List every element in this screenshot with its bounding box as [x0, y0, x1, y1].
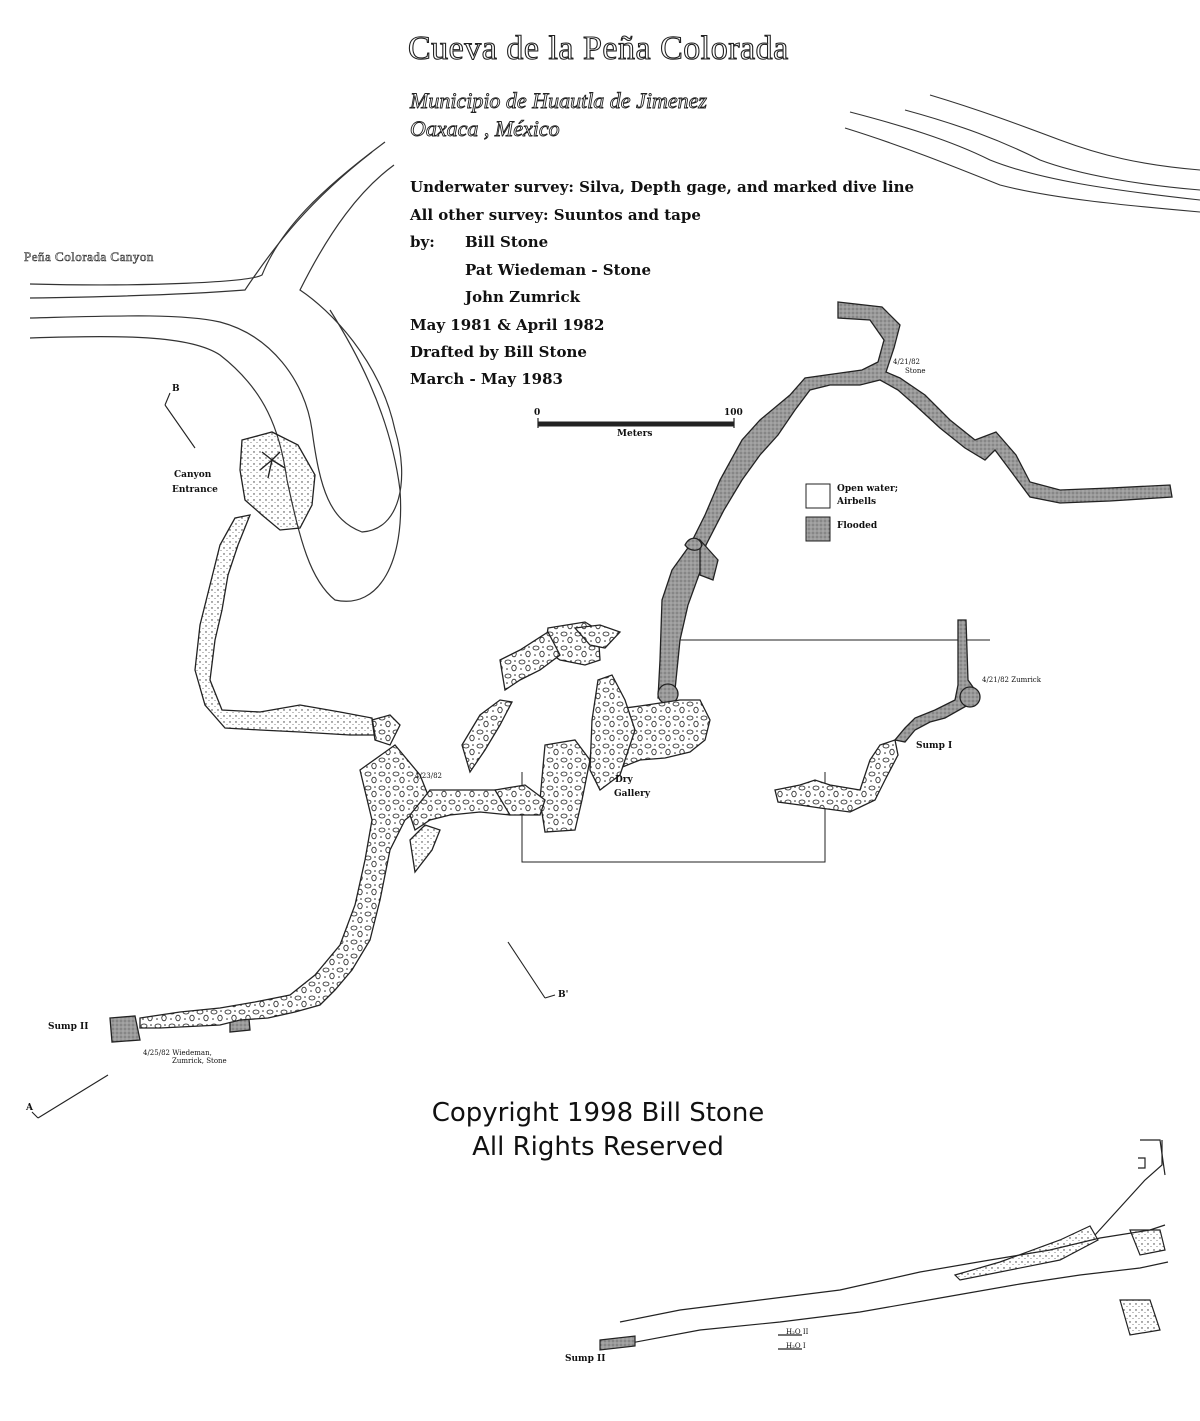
- canyon-contours: [29, 141, 403, 602]
- copyright-rights: All Rights Reserved: [472, 1132, 724, 1162]
- section-b-label: B: [172, 384, 180, 394]
- surveyor-name: John Zumrick: [465, 288, 580, 306]
- canyon-entrance-label: Entrance: [172, 485, 218, 495]
- section-b-prime-label: B': [558, 990, 569, 1000]
- legend-label-open: Open water;: [837, 484, 899, 494]
- scale-unit: Meters: [617, 429, 653, 439]
- scale-start: 0: [534, 408, 541, 418]
- legend-swatch-flooded: [805, 516, 831, 542]
- scale-bar: [537, 418, 735, 428]
- survey-dates: May 1981 & April 1982: [410, 316, 605, 334]
- surveyor-name: Bill Stone: [465, 233, 549, 251]
- surveyor-name: Pat Wiedeman - Stone: [465, 261, 651, 279]
- subtitle-municipio: Municipio de Huautla de Jimenez: [410, 88, 708, 114]
- entrance-passage: [194, 431, 441, 874]
- drafted-by: Drafted by Bill Stone: [410, 343, 587, 361]
- ridge-contours: [844, 94, 1200, 213]
- legend-label-airbells: Airbells: [837, 497, 877, 507]
- dry-passages: [139, 621, 899, 1029]
- h2o-2-label: H₂O II: [786, 1328, 809, 1336]
- flooded-passages: [109, 301, 1173, 1043]
- canyon-entrance-label: Canyon: [174, 470, 212, 480]
- map-title: Cueva de la Peña Colorada: [407, 29, 789, 67]
- survey-underwater: Underwater survey: Silva, Depth gage, an…: [410, 178, 915, 196]
- vegetation-icon: [259, 451, 286, 479]
- copyright-line: Copyright 1998 Bill Stone: [431, 1098, 765, 1128]
- sump-2-label: Sump II: [48, 1022, 89, 1032]
- legend-swatch-open: [805, 483, 831, 509]
- profile-section: [599, 1139, 1169, 1351]
- dry-gallery-frame: [521, 639, 990, 863]
- dry-gallery-label: Gallery: [614, 789, 651, 799]
- station-stone-date: 4/21/82: [893, 358, 920, 366]
- scale-end: 100: [724, 408, 743, 418]
- station-stone-name: Stone: [905, 367, 926, 375]
- section-lines: [31, 392, 556, 1119]
- dry-gallery-label: Dry: [615, 775, 633, 785]
- canyon-label: Peña Colorada Canyon: [24, 249, 154, 265]
- station-wiedeman: Zumrick, Stone: [172, 1057, 227, 1065]
- drafted-date: March - May 1983: [410, 370, 563, 388]
- subtitle-state: Oaxaca , México: [410, 116, 561, 142]
- section-a-label: A: [26, 1103, 33, 1113]
- station-wiedeman: 4/25/82 Wiedeman,: [143, 1049, 212, 1057]
- survey-by-label: by:: [410, 233, 435, 251]
- station-zumrick: 4/21/82 Zumrick: [982, 676, 1041, 684]
- legend-label-flooded: Flooded: [837, 521, 878, 531]
- station-4-23: 4/23/82: [415, 772, 442, 780]
- survey-other: All other survey: Suuntos and tape: [410, 206, 701, 224]
- sump-2-profile-label: Sump II: [565, 1354, 606, 1364]
- h2o-1-label: H₂O I: [786, 1342, 806, 1350]
- sump-1-label: Sump I: [916, 741, 953, 751]
